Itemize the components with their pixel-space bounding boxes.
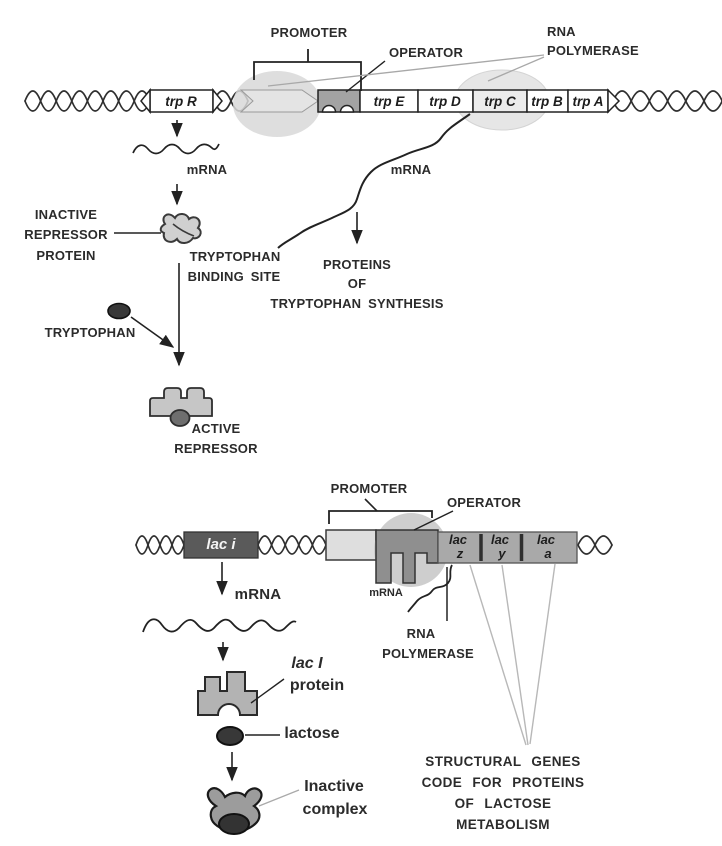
gene-lac-y-label-line2: y bbox=[498, 546, 506, 561]
inactive-complex-lactose bbox=[218, 813, 250, 835]
gene-lac-z-label-line1: lac bbox=[448, 532, 468, 547]
gene-trp-b-label: trp B bbox=[531, 94, 563, 109]
promoter-bracket-tick-lac bbox=[364, 498, 378, 512]
gene-lac-y-label-line1: lac bbox=[490, 532, 510, 547]
mrna-wave-lac-i bbox=[142, 618, 297, 633]
structural-genes-note-line3: OF LACTOSE bbox=[454, 796, 552, 811]
inactive-complex-pointer bbox=[258, 789, 300, 807]
lac-regulator-mrna-label: mRNA bbox=[234, 586, 282, 603]
promoter-region-trp bbox=[239, 89, 319, 113]
active-repressor-shape bbox=[149, 387, 213, 417]
structural-genes-note-line2: CODE FOR PROTEINS bbox=[421, 775, 585, 790]
trp-r-cap-left bbox=[140, 87, 151, 115]
gene-lac-a-label-line1: lac bbox=[536, 532, 556, 547]
trp-proteins-label-line1: PROTEINS bbox=[322, 257, 392, 272]
gene-lac-i-label: lac i bbox=[206, 536, 236, 553]
gene-lac-z-label-line2: z bbox=[456, 546, 464, 561]
operon-end-cap bbox=[607, 88, 621, 114]
gene-trp-r-label: trp R bbox=[165, 94, 197, 109]
rna-polymerase-pointer-1 bbox=[267, 54, 545, 87]
gene-trp-c-label: trp C bbox=[484, 94, 516, 109]
active-repressor-label-line1: ACTIVE bbox=[191, 421, 241, 436]
lac-promoter-label: PROMOTER bbox=[330, 481, 408, 496]
gene-bar-lac bbox=[437, 531, 578, 564]
lac-rna-polymerase-label-line1: RNA bbox=[406, 626, 436, 641]
inactive-repressor-shape bbox=[159, 213, 202, 244]
tryptophan-label: TRYPTOPHAN bbox=[44, 325, 136, 340]
lac-operon-mrna-label: mRNA bbox=[369, 587, 403, 599]
operator-notch-2 bbox=[339, 104, 355, 113]
promoter-region-lac bbox=[325, 529, 377, 561]
mrna-squiggle-lac bbox=[407, 564, 453, 613]
lac-operator-label: OPERATOR bbox=[446, 495, 522, 510]
lac-i-protein-label-line1: lac I bbox=[291, 655, 323, 672]
structural-genes-note-line4: METABOLISM bbox=[456, 817, 550, 832]
operator-pointer-lac bbox=[413, 510, 454, 531]
rna-polymerase-pointer-2 bbox=[487, 56, 545, 82]
promoter-bracket-lac bbox=[328, 510, 433, 524]
gene-trp-a-label: trp A bbox=[572, 94, 604, 109]
inactive-repressor-slit bbox=[172, 223, 195, 237]
operator-pointer-trp bbox=[345, 60, 386, 93]
dna-helix-strands bbox=[24, 90, 722, 555]
tryptophan-molecule bbox=[107, 302, 131, 320]
structural-gene-line-y bbox=[501, 564, 529, 746]
binding-site-label-line1: TRYPTOPHAN bbox=[189, 249, 281, 264]
inactive-repressor-label-line3: PROTEIN bbox=[36, 248, 96, 263]
lac-rna-polymerase-label-line2: POLYMERASE bbox=[382, 646, 474, 661]
trp-operator-label: OPERATOR bbox=[388, 45, 464, 60]
trp-proteins-label-line2: OF bbox=[347, 276, 367, 291]
gene-box-lac-i bbox=[183, 531, 259, 559]
lactose-molecule bbox=[216, 726, 244, 746]
inactive-repressor-label-line1: INACTIVE bbox=[34, 207, 98, 222]
trp-r-cap-right bbox=[212, 87, 223, 115]
trp-rna-polymerase-label-line1: RNA bbox=[547, 24, 576, 39]
structural-genes-note-line1: STRUCTURAL GENES bbox=[425, 754, 581, 769]
gene-trp-e-label: trp E bbox=[373, 94, 405, 109]
operator-notch-1 bbox=[321, 104, 337, 113]
mrna-wave-trp-r bbox=[132, 143, 220, 155]
inactive-complex-label-line1: Inactive bbox=[304, 778, 364, 795]
trp-operon-mrna-label: mRNA bbox=[390, 162, 432, 177]
lac-i-protein-shape bbox=[197, 671, 258, 716]
structural-gene-line-z bbox=[469, 564, 527, 746]
inactive-repressor-label-line2: REPRESSOR bbox=[24, 227, 108, 242]
active-repressor-tryptophan bbox=[169, 409, 191, 427]
trp-regulator-mrna-label: mRNA bbox=[186, 162, 228, 177]
trp-promoter-label: PROMOTER bbox=[270, 25, 348, 40]
mrna-curve-trp-operon bbox=[277, 113, 471, 249]
gene-trp-d-label: trp D bbox=[429, 94, 461, 109]
active-repressor-label-line2: REPRESSOR bbox=[174, 441, 258, 456]
trp-proteins-label-line3: TRYPTOPHAN SYNTHESIS bbox=[270, 296, 444, 311]
arrow-tryptophan-to-repressor bbox=[130, 316, 175, 348]
binding-site-label-line2: BINDING SITE bbox=[187, 269, 281, 284]
gene-lac-a-label-line2: a bbox=[544, 546, 552, 561]
dna-helix-lac-mid bbox=[257, 535, 327, 555]
lac-i-protein-pointer bbox=[250, 678, 285, 704]
lactose-label: lactose bbox=[284, 725, 340, 742]
trp-rna-polymerase-label-line2: POLYMERASE bbox=[547, 43, 639, 58]
lac-i-protein-label-line2: protein bbox=[289, 677, 345, 694]
inactive-complex-label-line2: complex bbox=[302, 801, 368, 818]
structural-gene-line-a bbox=[529, 563, 556, 745]
